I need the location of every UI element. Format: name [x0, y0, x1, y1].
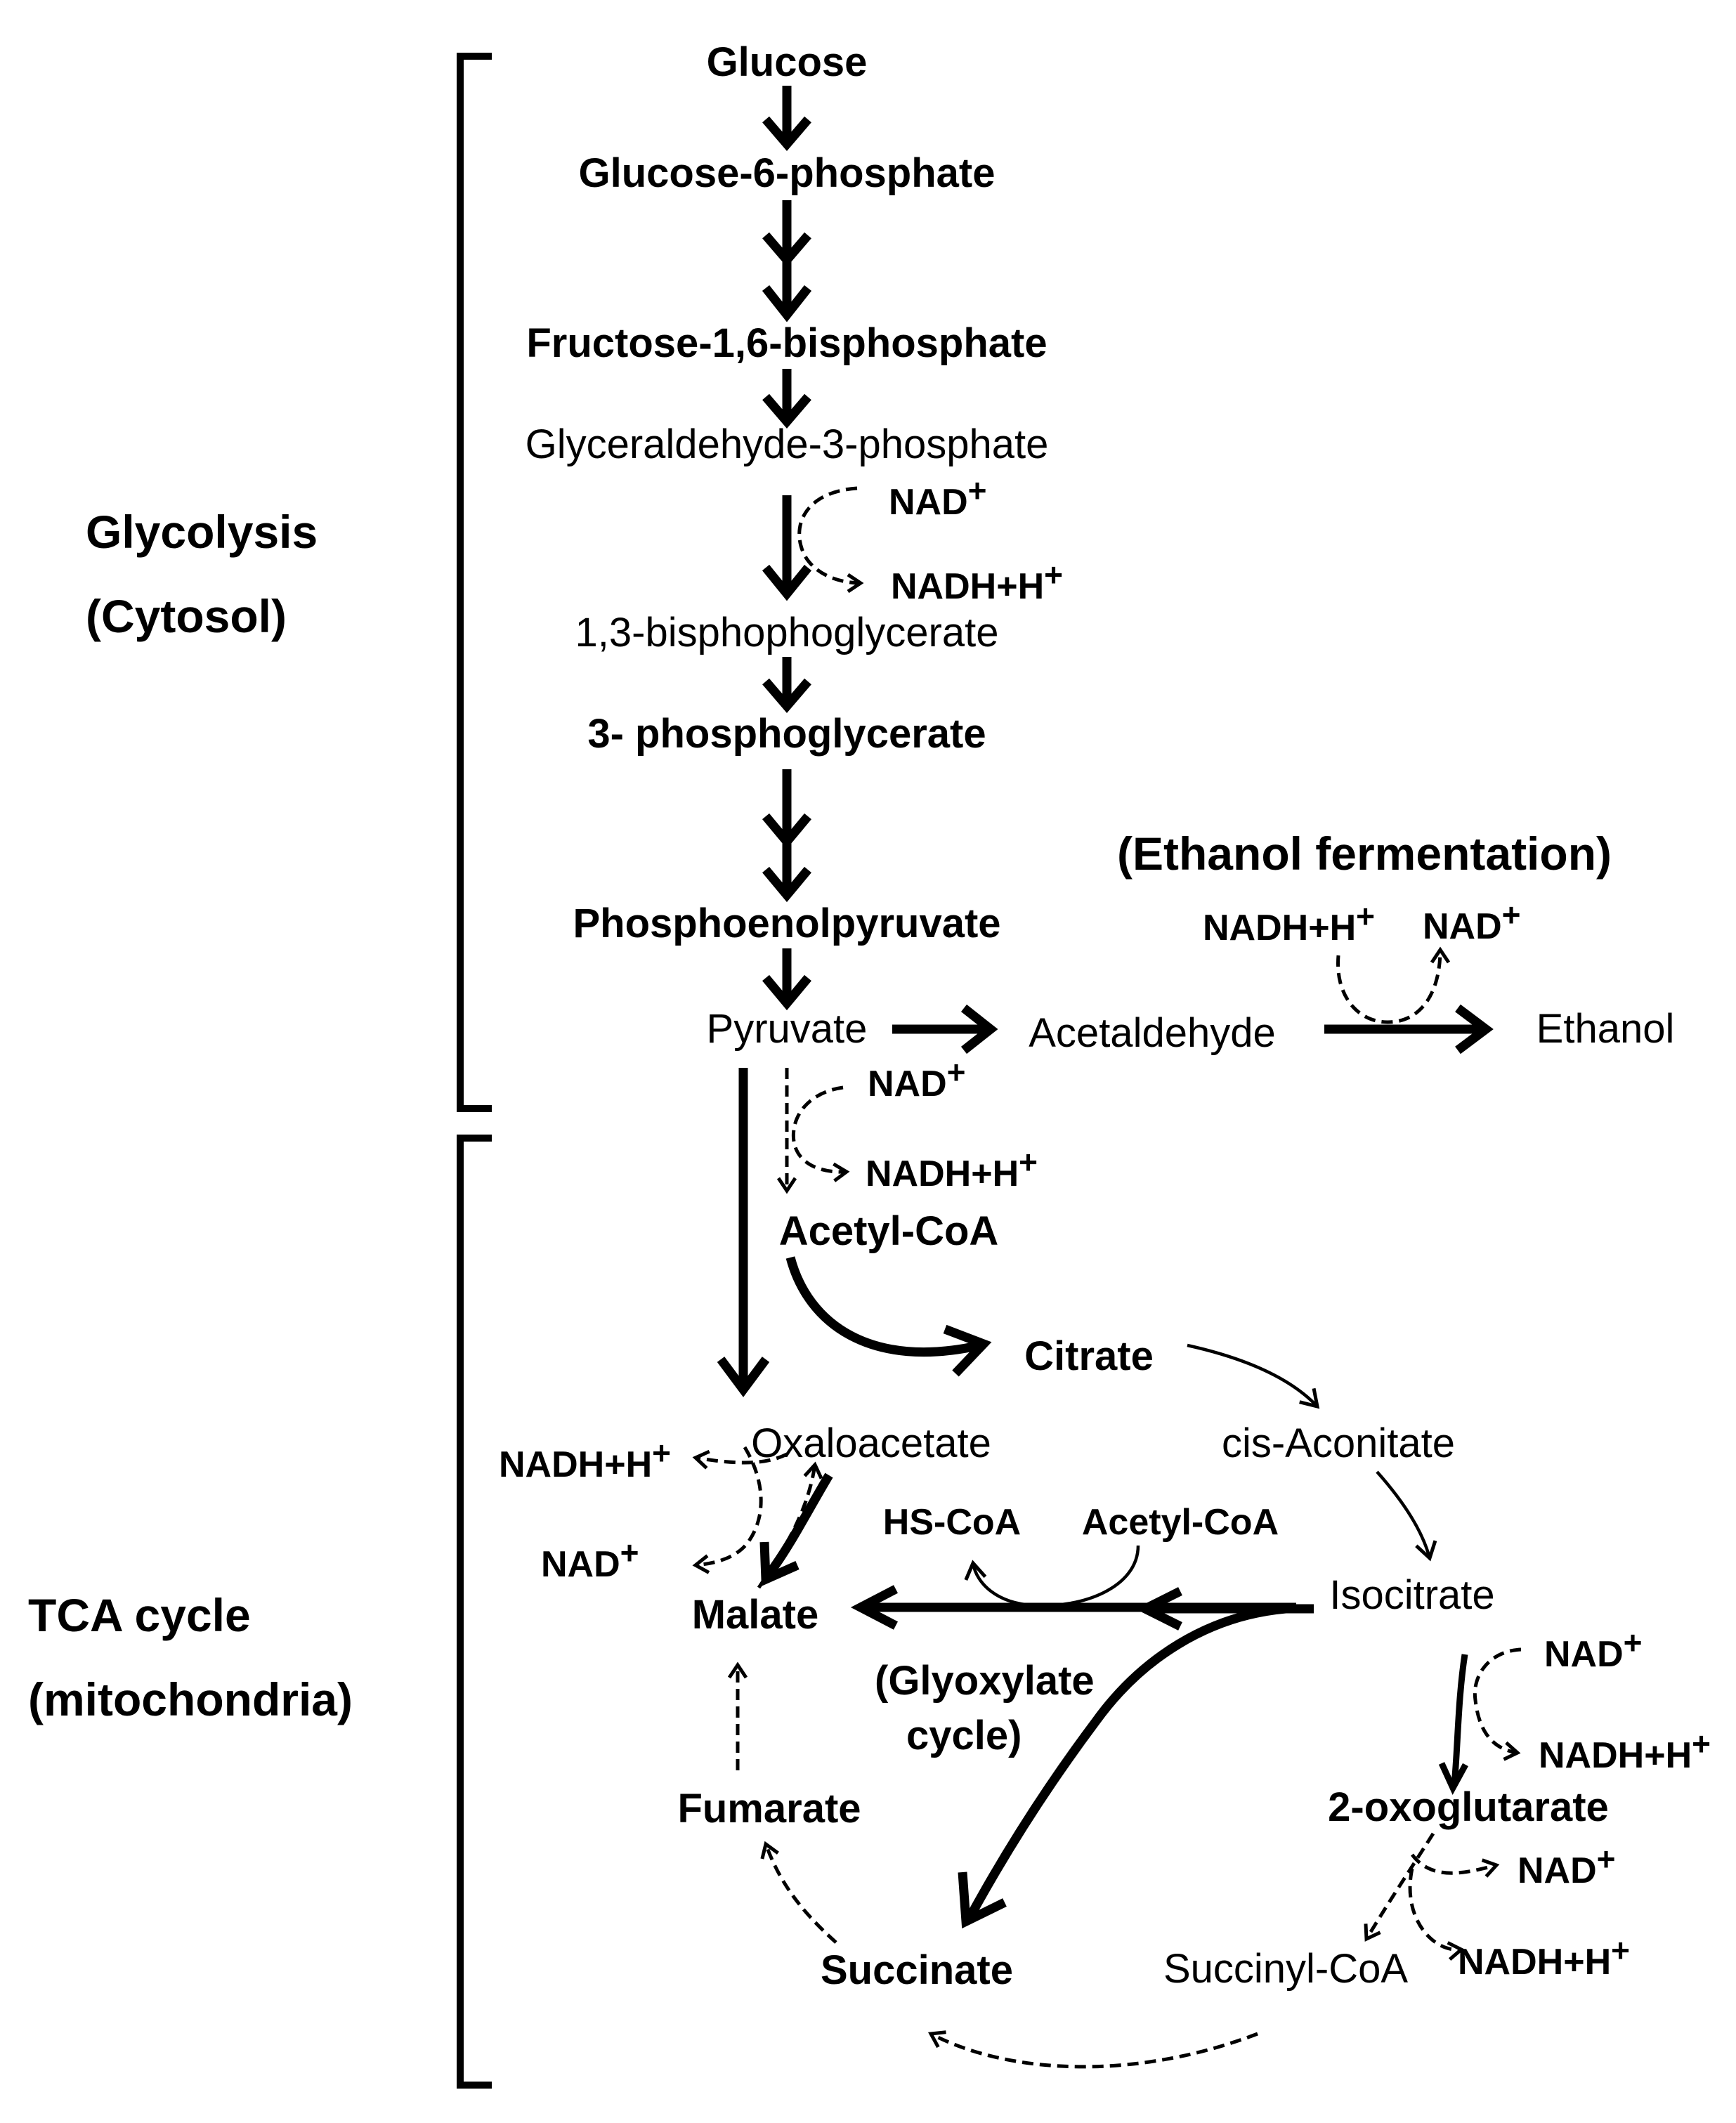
- arrow-pyruvate-to-acetyl-coa: [776, 1068, 850, 1194]
- metabolite-acetyl-coa: Acetyl-CoA: [779, 1208, 999, 1254]
- cofactor-arc-g3p: [797, 486, 864, 594]
- arrow-acetaldehyde-to-ethanol: [1324, 1004, 1494, 1054]
- arrow-g3p-to-13bpg: [762, 495, 812, 601]
- arrow-g6p-to-f16bp: [762, 200, 812, 322]
- metabolite-hs-coa: HS-CoA: [883, 1502, 1021, 1543]
- metabolite-pyruvate: Pyruvate: [707, 1006, 868, 1052]
- cofactor-nadh-ethanol: NADH+H+: [1203, 898, 1375, 948]
- cofactor-nadh-isocitrate: NADH+H+: [1539, 1725, 1711, 1776]
- arrow-succinate-to-fumarate: [760, 1841, 837, 1944]
- arrow-acetyl-coa-to-citrate: [785, 1256, 992, 1377]
- glycolysis-bracket: [457, 53, 492, 1112]
- cofactor-nadh-pyruvate: NADH+H+: [866, 1144, 1038, 1194]
- cofactor-nadh-malate: NADH+H+: [499, 1435, 671, 1485]
- arrow-3pg-to-pep: [762, 769, 811, 903]
- metabolite-citrate: Citrate: [1024, 1333, 1154, 1379]
- cofactor-nad-ethanol: NAD+: [1423, 896, 1521, 947]
- metabolite-succinate: Succinate: [821, 1947, 1013, 1993]
- metabolite-oxaloacetate: Oxaloacetate: [751, 1420, 991, 1466]
- metabolite-3-phosphoglycerate: 3- phosphoglycerate: [587, 711, 986, 757]
- glycolysis-location-label: (Cytosol): [86, 590, 287, 642]
- metabolite-acetaldehyde: Acetaldehyde: [1029, 1010, 1275, 1056]
- cofactor-nad-pyruvate: NAD+: [868, 1054, 966, 1104]
- cofactor-arc-malate: [692, 1446, 788, 1574]
- cofactor-arc-glyoxylate: [964, 1545, 1140, 1607]
- metabolite-acetyl-coa-glyoxylate: Acetyl-CoA: [1082, 1502, 1279, 1543]
- glycolysis-label: Glycolysis: [86, 506, 318, 558]
- arrow-2-oxoglutarate-to-succinyl-coa: [1364, 1832, 1435, 1942]
- cofactor-arc-isocitrate: [1473, 1647, 1522, 1761]
- ethanol-fermentation-label: (Ethanol fermentation): [1117, 828, 1612, 880]
- cofactor-nadh-oxoglutarate: NADH+H+: [1458, 1932, 1630, 1982]
- metabolite-1-3-bisphosphoglycerate: 1,3-bisphophoglycerate: [575, 610, 999, 655]
- metabolite-fumarate: Fumarate: [677, 1786, 861, 1831]
- metabolite-glucose: Glucose: [707, 39, 868, 85]
- arrow-citrate-to-cis-aconitate: [1187, 1343, 1320, 1409]
- arrow-isocitrate-to-succinate: [958, 1604, 1286, 1929]
- arrow-f16bp-to-g3p: [762, 369, 811, 429]
- metabolite-glucose-6-phosphate: Glucose-6-phosphate: [579, 150, 996, 196]
- glyoxylate-cycle-label: (Glyoxylate: [875, 1658, 1095, 1704]
- arrow-isocitrate-into-glyoxylate: [1135, 1587, 1314, 1631]
- arrow-pep-to-pyruvate: [762, 948, 811, 1011]
- arrow-isocitrate-to-2-oxoglutarate: [1438, 1654, 1468, 1796]
- cofactor-arc-2-oxoglutarate: [1408, 1853, 1500, 1961]
- metabolite-malate: Malate: [692, 1592, 819, 1638]
- arrow-succinyl-coa-to-succinate: [928, 2030, 1258, 2069]
- arrow-13bpg-to-3pg: [762, 657, 811, 713]
- cofactor-nadh-g3p: NADH+H+: [891, 556, 1063, 607]
- cofactor-nad-isocitrate: NAD+: [1544, 1624, 1643, 1675]
- arrow-glucose-to-g6p: [762, 86, 811, 151]
- glyoxylate-cycle-label-2: cycle): [906, 1713, 1022, 1758]
- tca-bracket: [457, 1135, 492, 2089]
- arrow-oxaloacetate-to-malate: [759, 1472, 833, 1586]
- metabolite-2-oxoglutarate: 2-oxoglutarate: [1328, 1784, 1609, 1830]
- metabolite-cis-aconitate: cis-Aconitate: [1222, 1420, 1455, 1466]
- metabolite-phosphoenolpyruvate: Phosphoenolpyruvate: [573, 901, 1000, 946]
- metabolite-succinyl-coa: Succinyl-CoA: [1163, 1946, 1408, 1992]
- arrow-pyruvate-to-acetaldehyde: [892, 1004, 998, 1054]
- cofactor-nad-oxoglutarate: NAD+: [1518, 1841, 1616, 1891]
- metabolite-ethanol: Ethanol: [1536, 1006, 1675, 1052]
- tca-location-label: (mitochondria): [28, 1673, 353, 1725]
- tca-cycle-label: TCA cycle: [28, 1589, 251, 1641]
- cofactor-nad-g3p: NAD+: [889, 472, 987, 523]
- metabolite-glyceraldehyde-3-phosphate: Glyceraldehyde-3-phosphate: [526, 422, 1049, 467]
- cofactor-nad-malate: NAD+: [541, 1534, 639, 1585]
- metabolite-fructose-1-6-bisphosphate: Fructose-1,6-bisphosphate: [526, 320, 1047, 366]
- arrow-pyruvate-to-oxaloacetate: [717, 1068, 770, 1397]
- arrow-cis-aconitate-to-isocitrate: [1376, 1470, 1437, 1562]
- cofactor-arc-ethanol: [1336, 946, 1451, 1024]
- metabolite-isocitrate: Isocitrate: [1329, 1572, 1494, 1618]
